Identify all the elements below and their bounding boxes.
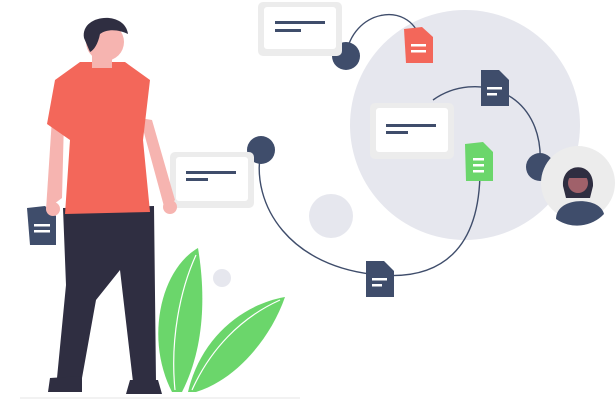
avatar-icon bbox=[541, 146, 615, 226]
person-figure bbox=[46, 17, 177, 394]
background-circle bbox=[350, 10, 580, 240]
document-icon-red bbox=[404, 27, 433, 63]
document-icon-green bbox=[465, 142, 493, 181]
message-card-top bbox=[258, 2, 342, 56]
document-icon-navy-bottom bbox=[366, 261, 394, 297]
message-card-left bbox=[170, 152, 254, 208]
connection-arc-top bbox=[345, 13, 421, 57]
document-icon-held bbox=[27, 206, 56, 245]
plant-illustration bbox=[158, 248, 285, 392]
message-card-middle bbox=[370, 103, 454, 159]
decor-circle-small bbox=[213, 269, 231, 287]
document-icon-navy-top bbox=[481, 70, 509, 106]
decor-circle-large bbox=[309, 194, 353, 238]
